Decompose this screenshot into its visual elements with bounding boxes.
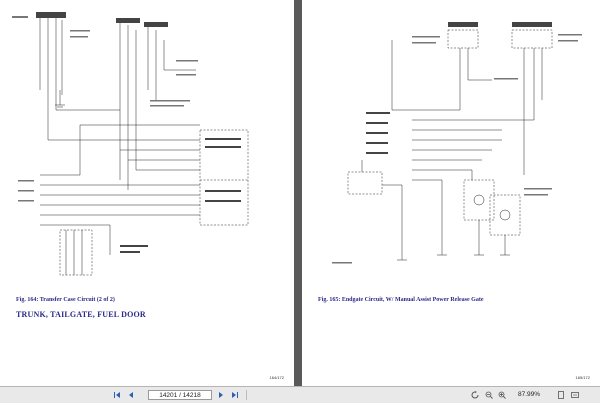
toolbar-divider xyxy=(246,390,247,400)
section-heading: TRUNK, TAILGATE, FUEL DOOR xyxy=(16,310,146,319)
rotate-icon[interactable] xyxy=(470,389,480,401)
figure-caption: Fig. 165: Endgate Circuit, W/ Manual Ass… xyxy=(318,297,484,303)
page-number: 164/172 xyxy=(269,375,284,380)
zoom-level-select[interactable]: 87.99% xyxy=(517,391,541,398)
viewer-toolbar: 14201 / 14218 87.99% xyxy=(0,386,600,403)
page-number: 165/172 xyxy=(575,375,590,380)
fit-width-icon[interactable] xyxy=(570,389,580,401)
prev-page-icon[interactable] xyxy=(126,389,136,401)
first-page-icon[interactable] xyxy=(112,389,122,401)
zoom-out-icon[interactable] xyxy=(484,389,494,401)
wiring-diagram-endgate xyxy=(332,22,582,264)
document-page-right: Fig. 165: Endgate Circuit, W/ Manual Ass… xyxy=(302,0,600,386)
next-page-icon[interactable] xyxy=(216,389,226,401)
last-page-icon[interactable] xyxy=(230,389,240,401)
figure-caption: Fig. 164: Transfer Case Circuit (2 of 2) xyxy=(16,297,115,303)
fit-page-icon[interactable] xyxy=(556,389,566,401)
page-number-input[interactable]: 14201 / 14218 xyxy=(148,390,212,400)
document-page-left: Fig. 164: Transfer Case Circuit (2 of 2)… xyxy=(0,0,294,386)
zoom-in-icon[interactable] xyxy=(497,389,507,401)
wiring-diagram-transfer-case xyxy=(12,12,249,276)
